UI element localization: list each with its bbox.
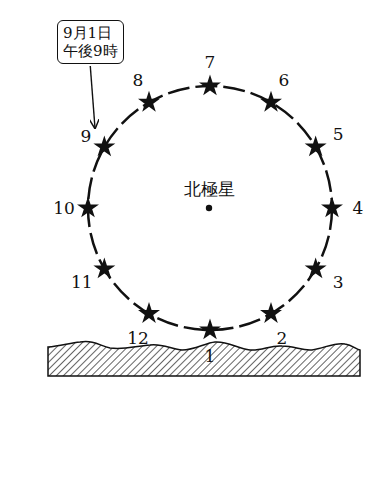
hour-number: 12 (127, 330, 149, 347)
star (199, 318, 221, 339)
callout-box: 9月1日 午後9時 (57, 20, 124, 64)
pole-star-label: 北極星 (184, 181, 235, 198)
hour-number: 6 (279, 71, 290, 88)
hour-number: 2 (277, 330, 288, 347)
orbit-circle (88, 86, 332, 330)
hour-number: 1 (205, 348, 216, 365)
hour-number: 10 (53, 200, 75, 217)
stars (77, 74, 343, 339)
star (260, 302, 282, 323)
hour-number: 3 (333, 274, 344, 291)
star (93, 257, 115, 278)
pole-star-dot (206, 205, 212, 211)
mountains (48, 342, 360, 376)
hour-number: 4 (353, 200, 364, 217)
star (77, 196, 99, 217)
star (305, 257, 327, 278)
callout-arrow (90, 66, 95, 128)
star (321, 196, 343, 217)
callout-text: 9月1日 午後9時 (63, 24, 118, 60)
hour-number: 11 (71, 274, 93, 291)
star (138, 302, 160, 323)
star (199, 74, 221, 95)
star (305, 135, 327, 156)
star (138, 91, 160, 112)
star (260, 91, 282, 112)
hour-number: 7 (205, 54, 216, 71)
hour-number: 5 (333, 126, 344, 143)
hour-number: 8 (133, 71, 144, 88)
star (93, 135, 115, 156)
hour-number: 9 (80, 128, 91, 145)
